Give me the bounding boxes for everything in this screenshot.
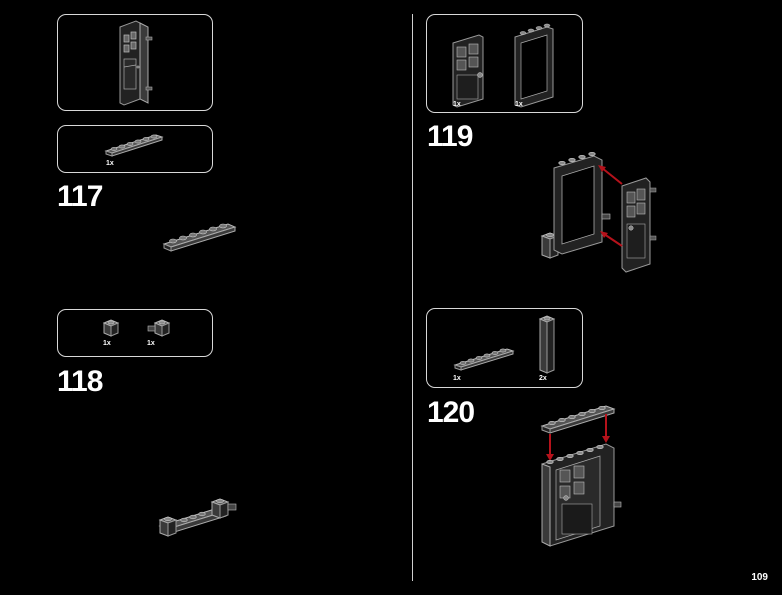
page-number: 109 [751,572,768,583]
door-frame-icon [514,23,554,108]
brick-1x1-icon [102,319,120,337]
step-number-117: 117 [57,180,103,213]
part-quantity: 1x [103,340,111,347]
step-118-assembly-illustration [158,498,237,537]
step-120-assembly-illustration [540,405,622,547]
step-120-parts-panel: 1x 2x [426,308,583,388]
part-quantity: 1x [515,101,523,108]
part-quantity: 1x [453,375,461,382]
door-assembly-icon [119,20,153,106]
door-icon [452,34,484,108]
step-number-118: 118 [57,365,103,398]
step-117-plate-illustration [162,223,237,252]
part-quantity: 1x [147,340,155,347]
brick-1x1-clip-icon [147,319,171,337]
brick-1x1x5-icon [538,315,556,374]
subassembly-panel [57,14,213,111]
step-number-120: 120 [427,396,475,429]
step-119-assembly-illustration [540,152,657,273]
column-divider [412,14,413,581]
step-number-119: 119 [427,120,473,153]
step-117-parts-panel: 1x [57,125,213,173]
step-119-parts-panel: 1x 1x [426,14,583,113]
part-quantity: 2x [539,375,547,382]
part-quantity: 1x [106,160,114,167]
plate-1x6-icon [453,348,515,371]
part-quantity: 1x [453,101,461,108]
step-118-parts-panel: 1x 1x [57,309,213,357]
plate-1x6-icon [104,134,164,157]
